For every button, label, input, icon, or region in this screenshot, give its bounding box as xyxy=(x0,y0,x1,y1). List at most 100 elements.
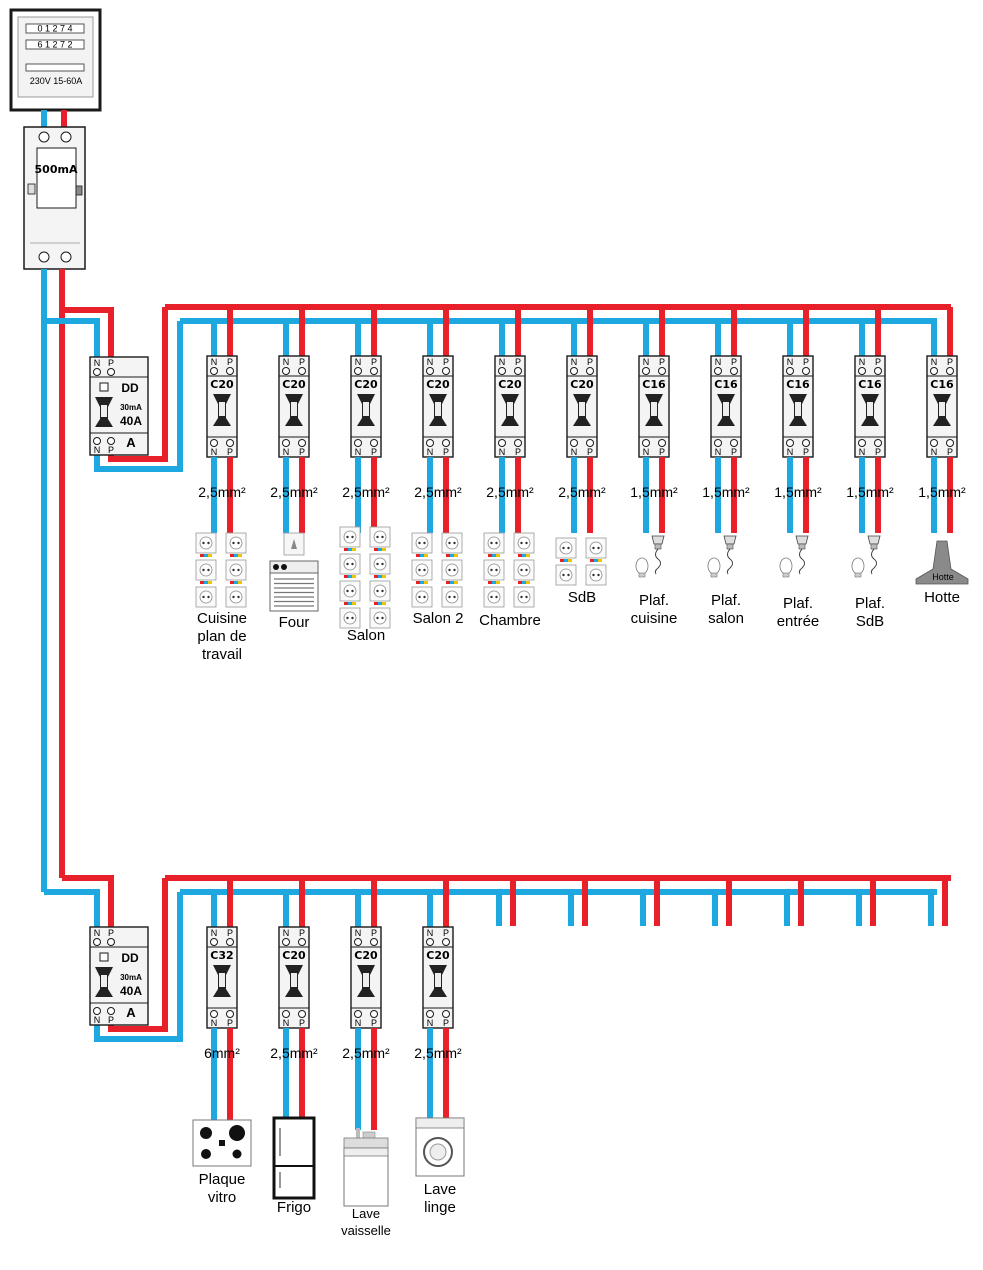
outlet-pin xyxy=(448,541,451,545)
connector-mark xyxy=(420,554,424,557)
terminal-screw xyxy=(354,367,362,375)
terminal-screw xyxy=(874,439,882,447)
outlet-pin xyxy=(207,568,210,572)
terminal-screw xyxy=(370,439,378,447)
outlet-pin xyxy=(592,546,595,550)
terminal-screw xyxy=(38,251,50,263)
cable-section: 6mm² xyxy=(204,1045,240,1061)
cable-section: 2,5mm² xyxy=(270,484,318,500)
burner xyxy=(200,1127,212,1139)
outlet-pin xyxy=(520,541,523,545)
circuit-label: SdB xyxy=(856,613,884,630)
connector-mark xyxy=(374,602,378,605)
connector-mark xyxy=(526,581,530,584)
connector-mark xyxy=(496,554,500,557)
outlet-face xyxy=(517,536,531,550)
breaker-caliber: C20 xyxy=(498,378,522,391)
breaker-caliber: C20 xyxy=(354,378,378,391)
terminal-label-p: P xyxy=(803,357,809,367)
washer-drum xyxy=(429,1143,447,1161)
outlet-pin xyxy=(381,616,384,620)
terminal-label-n: N xyxy=(571,357,578,367)
connector-mark xyxy=(352,548,356,551)
outlet-pin xyxy=(525,541,528,545)
dd-sensitivity: 30mA xyxy=(120,973,142,982)
connector-mark xyxy=(416,581,420,584)
breaker-caliber: C20 xyxy=(426,949,450,962)
terminal-screw xyxy=(282,938,290,946)
terminal-label-n: N xyxy=(427,928,434,938)
outlet-face xyxy=(343,530,357,544)
terminal-screw xyxy=(282,1010,290,1018)
terminal-label-n: N xyxy=(427,1018,434,1028)
cable-section: 2,5mm² xyxy=(414,484,462,500)
outlet-pin xyxy=(418,595,421,599)
terminal-label-p: P xyxy=(371,357,377,367)
terminal-screw xyxy=(786,439,794,447)
terminal-screw xyxy=(858,439,866,447)
terminal-label-p: P xyxy=(659,357,665,367)
outlet-pin xyxy=(207,595,210,599)
terminal-screw xyxy=(426,938,434,946)
terminal-screw xyxy=(298,367,306,375)
terminal-label-n: N xyxy=(94,928,101,938)
connector-mark xyxy=(492,581,496,584)
connector-mark xyxy=(450,554,454,557)
connector-mark xyxy=(204,581,208,584)
meter-counter-value: 6 1 2 7 2 xyxy=(37,40,72,50)
connector-mark xyxy=(568,559,572,562)
connector-mark xyxy=(518,554,522,557)
outlet-pin xyxy=(423,595,426,599)
terminal-label-p: P xyxy=(875,447,881,457)
bulb-icon xyxy=(707,557,721,575)
terminal-label-p: P xyxy=(299,1018,305,1028)
connector-mark xyxy=(352,602,356,605)
lamp-wire xyxy=(870,548,877,575)
outlet-face xyxy=(487,590,501,604)
circuit-label: salon xyxy=(708,610,744,627)
connector-mark xyxy=(348,575,352,578)
breaker-toggle-slot xyxy=(219,973,225,987)
terminal-label-n: N xyxy=(643,357,650,367)
outlet-pin xyxy=(520,568,523,572)
connector-mark xyxy=(344,575,348,578)
terminal-screw xyxy=(226,938,234,946)
terminal-label-n: N xyxy=(787,447,794,457)
dd-toggle-slot xyxy=(101,975,107,987)
cable-section: 2,5mm² xyxy=(558,484,606,500)
connector-mark xyxy=(374,575,378,578)
circuit-label: SdB xyxy=(568,589,596,606)
terminal-screw xyxy=(514,367,522,375)
terminal-label-p: P xyxy=(731,447,737,457)
connector-mark xyxy=(450,581,454,584)
terminal-screw xyxy=(93,938,101,946)
terminal-screw xyxy=(714,439,722,447)
cable-section: 2,5mm² xyxy=(342,1045,390,1061)
connector-mark xyxy=(446,581,450,584)
connector-mark xyxy=(348,548,352,551)
meter-counter xyxy=(25,39,85,50)
outlet-pin xyxy=(351,535,354,539)
terminal-screw xyxy=(107,437,115,445)
circuit-label: plan de xyxy=(197,628,246,645)
terminal-screw xyxy=(570,439,578,447)
breaker-caliber: C16 xyxy=(930,378,954,391)
circuit-label: vitro xyxy=(208,1189,236,1206)
connector-mark xyxy=(526,554,530,557)
terminal-screw xyxy=(802,439,810,447)
connector-mark xyxy=(208,554,212,557)
terminal-label-p: P xyxy=(299,928,305,938)
terminal-screw xyxy=(658,367,666,375)
circuit-label: linge xyxy=(424,1199,456,1216)
terminal-label-p: P xyxy=(515,447,521,457)
terminal-label-p: P xyxy=(108,928,114,938)
terminal-screw xyxy=(802,367,810,375)
connector-mark xyxy=(454,554,458,557)
